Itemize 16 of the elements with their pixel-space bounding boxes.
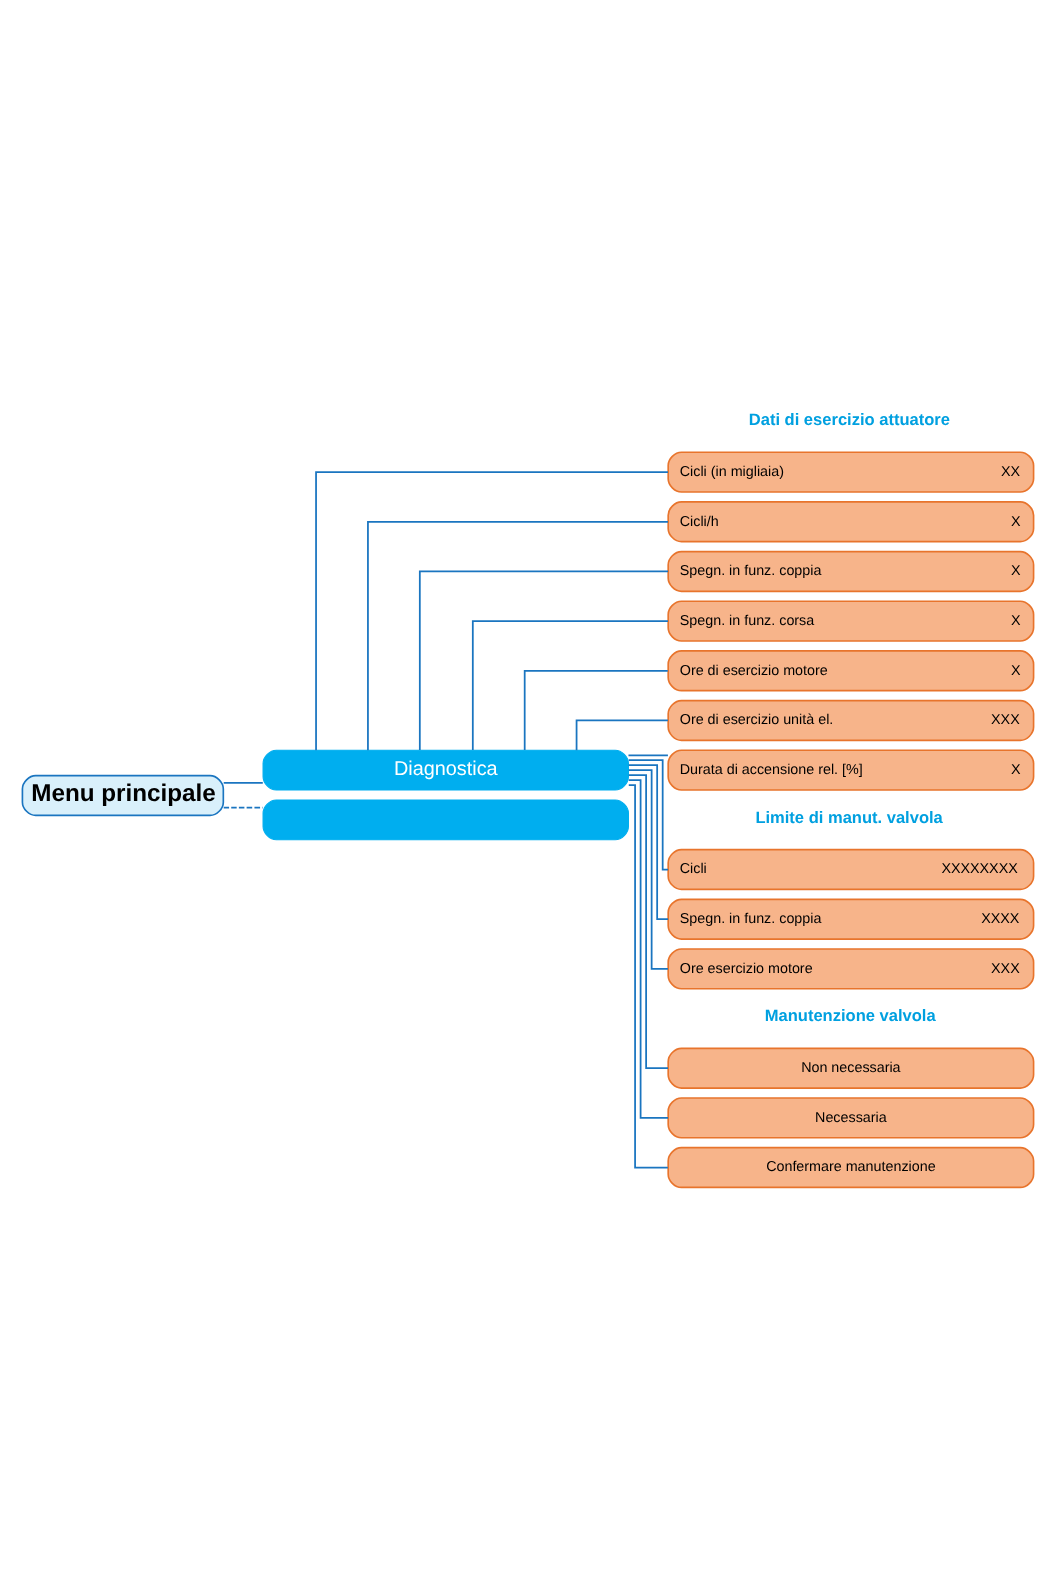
connector (574, 718, 668, 751)
connector (417, 569, 668, 750)
connector (470, 619, 668, 750)
connector (366, 519, 668, 751)
connector (314, 470, 668, 751)
connector (221, 805, 263, 808)
node-box: Menu principale (20, 773, 224, 816)
connector (626, 763, 668, 920)
node-box: Diagnostica (261, 748, 628, 790)
connector (626, 773, 668, 1069)
connector (626, 753, 668, 756)
connector (626, 758, 668, 870)
connector (626, 768, 668, 969)
connector (221, 780, 263, 783)
connector (522, 668, 668, 750)
node-box (261, 798, 628, 840)
